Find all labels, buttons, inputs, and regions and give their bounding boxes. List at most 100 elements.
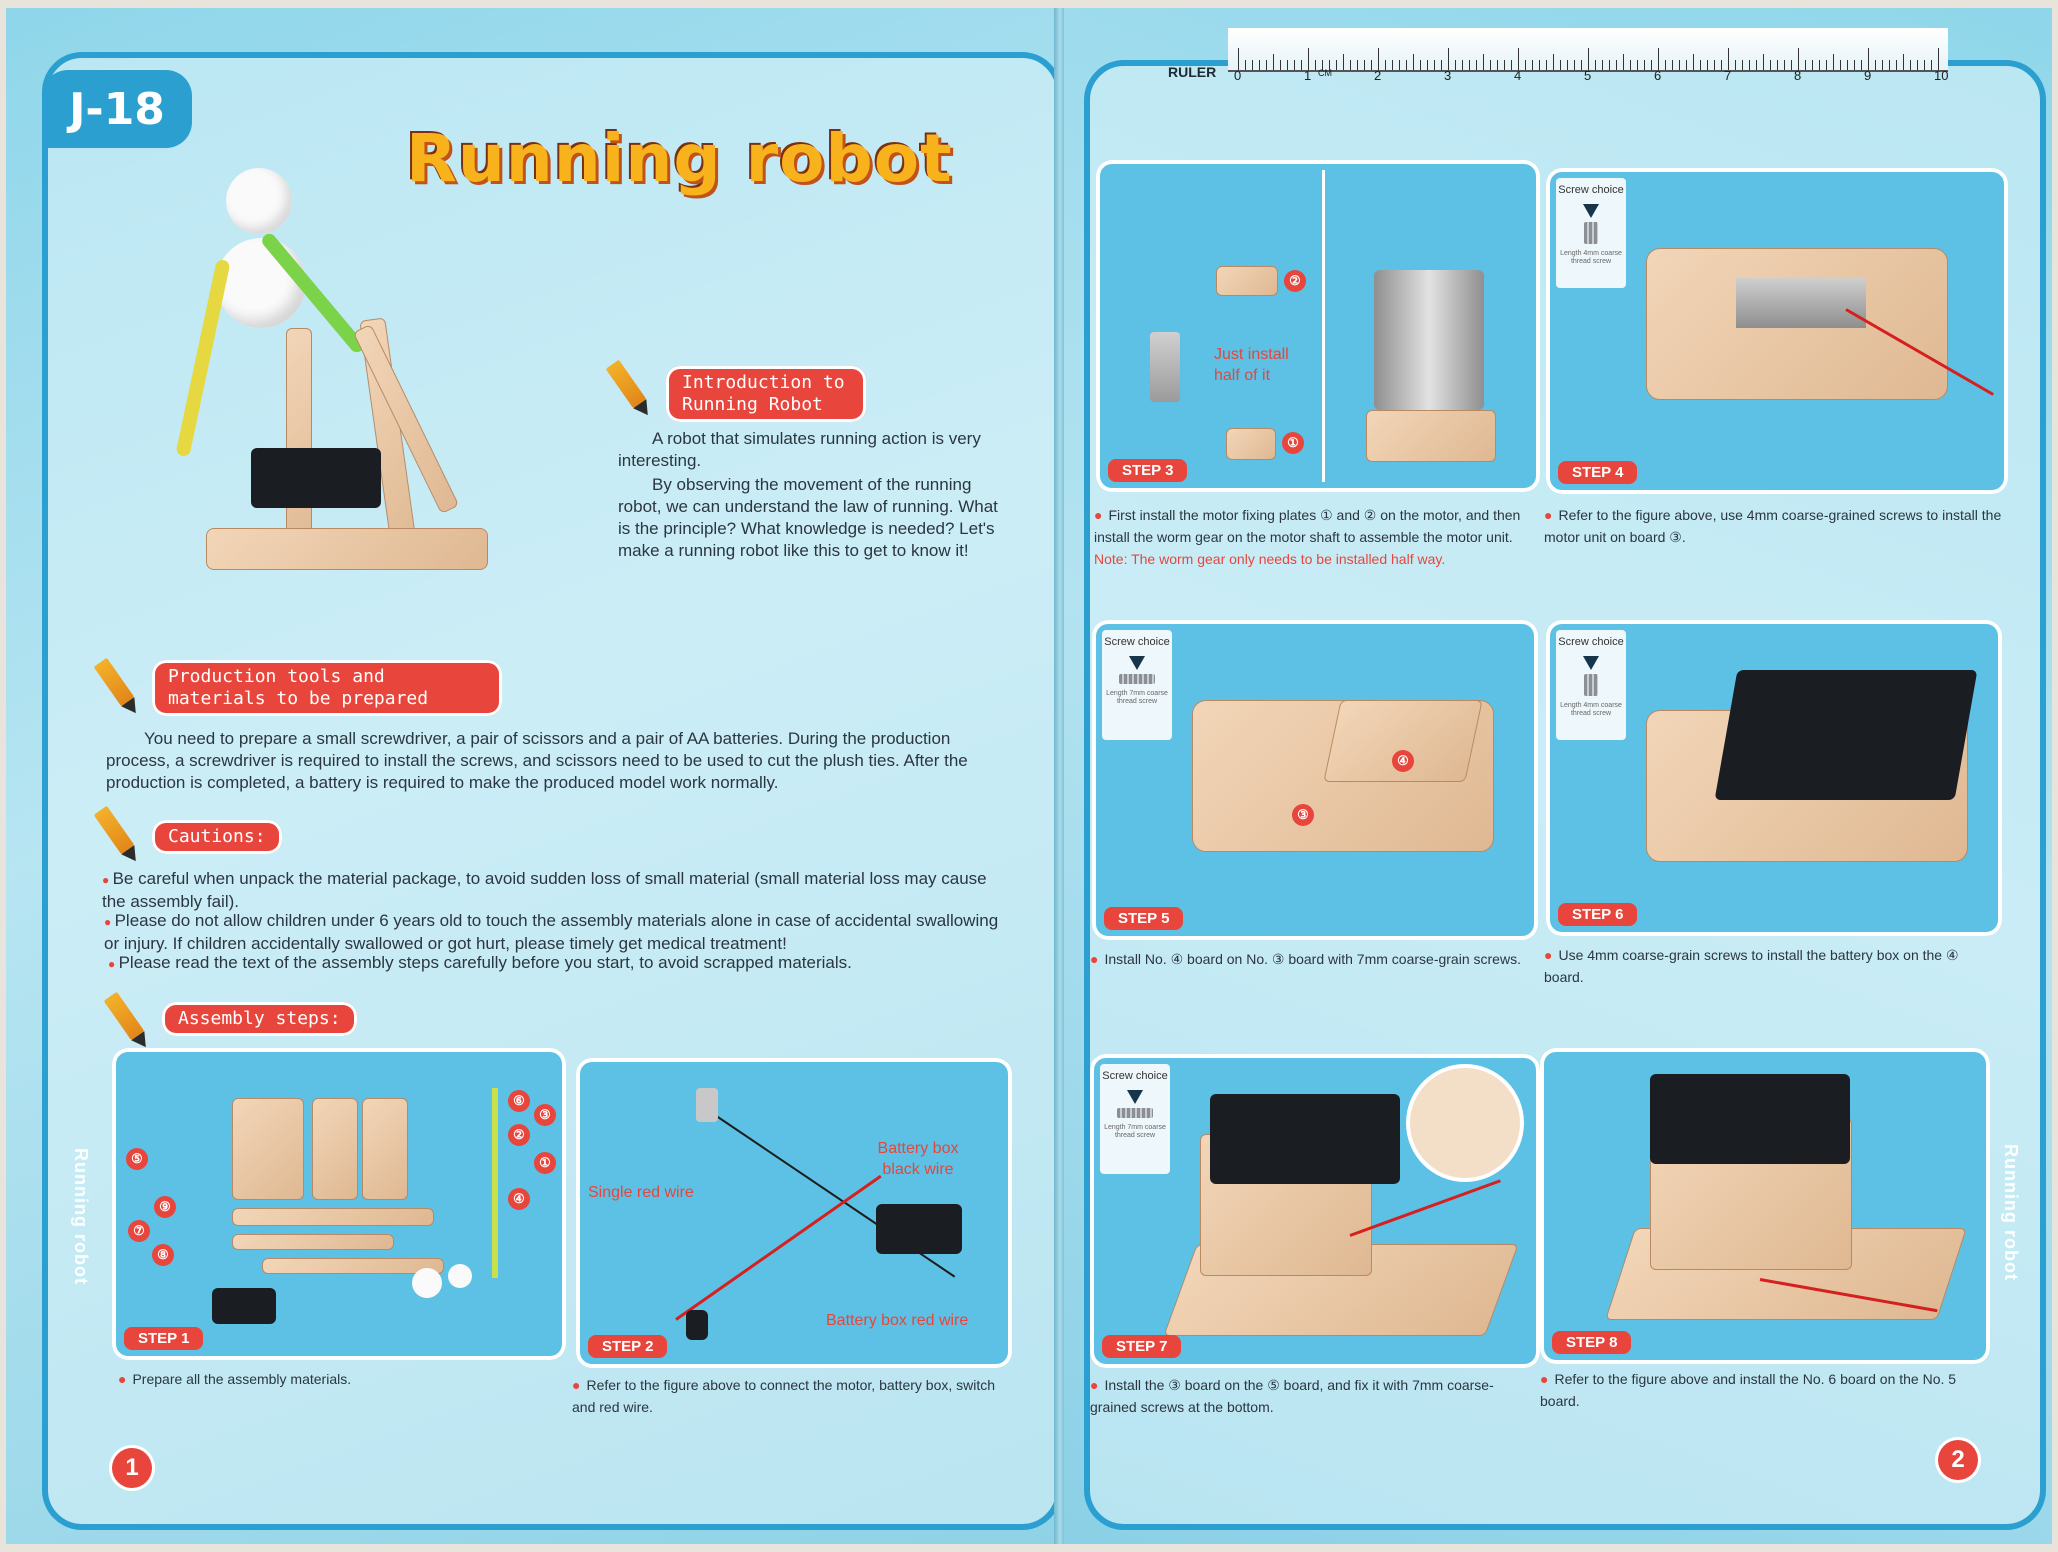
screw-choice-title: Screw choice [1102, 1070, 1168, 1082]
battery-box [1210, 1094, 1400, 1184]
step-2-caption: Refer to the figure above to connect the… [572, 1374, 1012, 1418]
ruler-tick [1707, 60, 1708, 70]
ruler-tick [1756, 60, 1757, 70]
ruler-tick [1301, 60, 1302, 70]
wood-base [206, 528, 488, 570]
ruler-tick [1518, 48, 1519, 70]
ruler-tick [1721, 60, 1722, 70]
ruler-tick [1406, 60, 1407, 70]
screw-icon [1119, 674, 1155, 684]
right-page: ② ① Just install half of it STEP 3 First… [1064, 8, 2052, 1544]
panel-divider [1322, 170, 1325, 482]
battery-black-wire-label: Battery box black wire [877, 1140, 959, 1178]
ruler-number: 2 [1374, 68, 1382, 83]
part-number: ② [508, 1124, 530, 1146]
step-tag: STEP 1 [124, 1327, 204, 1350]
ruler-tick [1336, 60, 1337, 70]
ruler-tick [1329, 60, 1330, 70]
part-number: ⑦ [128, 1220, 150, 1242]
ruler-tick [1238, 48, 1239, 70]
page-number: 1 [112, 1448, 152, 1488]
switch [686, 1310, 708, 1340]
step-1-panel: ⑥ ③ ② ① ⑤ ④ ⑨ ⑦ ⑧ STEP 1 [112, 1048, 566, 1360]
battery-box [1650, 1074, 1850, 1164]
ruler-tick [1924, 60, 1925, 70]
caution-item-3: Please read the text of the assembly ste… [108, 952, 1008, 975]
step-4-caption: Refer to the figure above, use 4mm coars… [1544, 504, 2004, 548]
ruler-tick [1490, 60, 1491, 70]
ruler-tick [1644, 60, 1645, 70]
battery-box [1714, 670, 1978, 800]
motor-plate-1 [1226, 428, 1276, 460]
step-tag: STEP 2 [588, 1335, 668, 1358]
battery-box [251, 448, 381, 508]
screw-choice-box: Screw choice Length 4mm coarse thread sc… [1556, 178, 1626, 288]
step-7-caption: Install the ③ board on the ⑤ board, and … [1090, 1374, 1530, 1418]
screw-icon [1584, 222, 1598, 244]
ruler-tick [1651, 60, 1652, 70]
ruler-tick [1371, 60, 1372, 70]
part-number: ⑤ [126, 1148, 148, 1170]
ruler-tick [1322, 60, 1323, 70]
battery-box [212, 1288, 276, 1324]
ruler-tick [1658, 48, 1659, 70]
ruler-tick [1903, 54, 1904, 70]
ruler-tick [1357, 60, 1358, 70]
cautions-heading: Cautions: [152, 820, 282, 854]
ruler-tick [1525, 60, 1526, 70]
ruler-tick [1616, 60, 1617, 70]
ruler-number: 7 [1724, 68, 1732, 83]
ruler-tick [1511, 60, 1512, 70]
part-number: ⑧ [152, 1244, 174, 1266]
ruler-tick [1609, 60, 1610, 70]
foam-ball [412, 1268, 442, 1298]
ruler-tick [1343, 54, 1344, 70]
ruler-tick [1392, 60, 1393, 70]
board-part [312, 1098, 358, 1200]
side-label: Running robot [2001, 1144, 2021, 1281]
step-5-caption: Install No. ④ board on No. ③ board with … [1090, 948, 1530, 970]
screw-choice-title: Screw choice [1104, 636, 1170, 648]
foam-ball [448, 1264, 472, 1288]
step-8-panel: STEP 8 [1540, 1048, 1990, 1364]
ruler-tick [1455, 60, 1456, 70]
part-number: ⑨ [154, 1196, 176, 1218]
ruler-tick [1399, 60, 1400, 70]
ruler-tick [1427, 60, 1428, 70]
ruler-tick [1413, 54, 1414, 70]
screw-choice-desc: Length 7mm coarse thread screw [1104, 1124, 1166, 1139]
ruler-tick [1539, 60, 1540, 70]
screw-choice-desc: Length 4mm coarse thread screw [1560, 250, 1622, 265]
ruler-number: 9 [1864, 68, 1872, 83]
ruler-tick [1868, 48, 1869, 70]
ruler-tick [1889, 60, 1890, 70]
ruler-tick [1826, 60, 1827, 70]
ruler-tick [1693, 54, 1694, 70]
ruler-tick [1686, 60, 1687, 70]
ruler-tick [1931, 60, 1932, 70]
ruler-tick [1266, 60, 1267, 70]
part-number: ② [1284, 270, 1306, 292]
part-number: ⑥ [508, 1090, 530, 1112]
board-part [232, 1234, 394, 1250]
ruler-tick [1938, 48, 1939, 70]
motor-small [1150, 332, 1180, 402]
ruler-tick [1434, 60, 1435, 70]
step-tag: STEP 5 [1104, 907, 1184, 930]
part-number: ③ [1292, 804, 1314, 826]
ruler-tick [1504, 60, 1505, 70]
screw-icon [1117, 1108, 1153, 1118]
detail-zoom-circle [1410, 1068, 1520, 1178]
ruler-tick [1546, 60, 1547, 70]
ruler-tick [1763, 54, 1764, 70]
screw-choice-box: Screw choice Length 7mm coarse thread sc… [1100, 1064, 1170, 1174]
intro-paragraph-2: By observing the movement of the running… [618, 475, 998, 560]
ruler-tick [1910, 60, 1911, 70]
ruler-tick [1854, 60, 1855, 70]
motor-large [1374, 270, 1484, 410]
ruler-tick [1735, 60, 1736, 70]
step-tag: STEP 6 [1558, 903, 1638, 926]
ruler-tick [1469, 60, 1470, 70]
ruler-tick [1483, 54, 1484, 70]
ruler-tick [1665, 60, 1666, 70]
